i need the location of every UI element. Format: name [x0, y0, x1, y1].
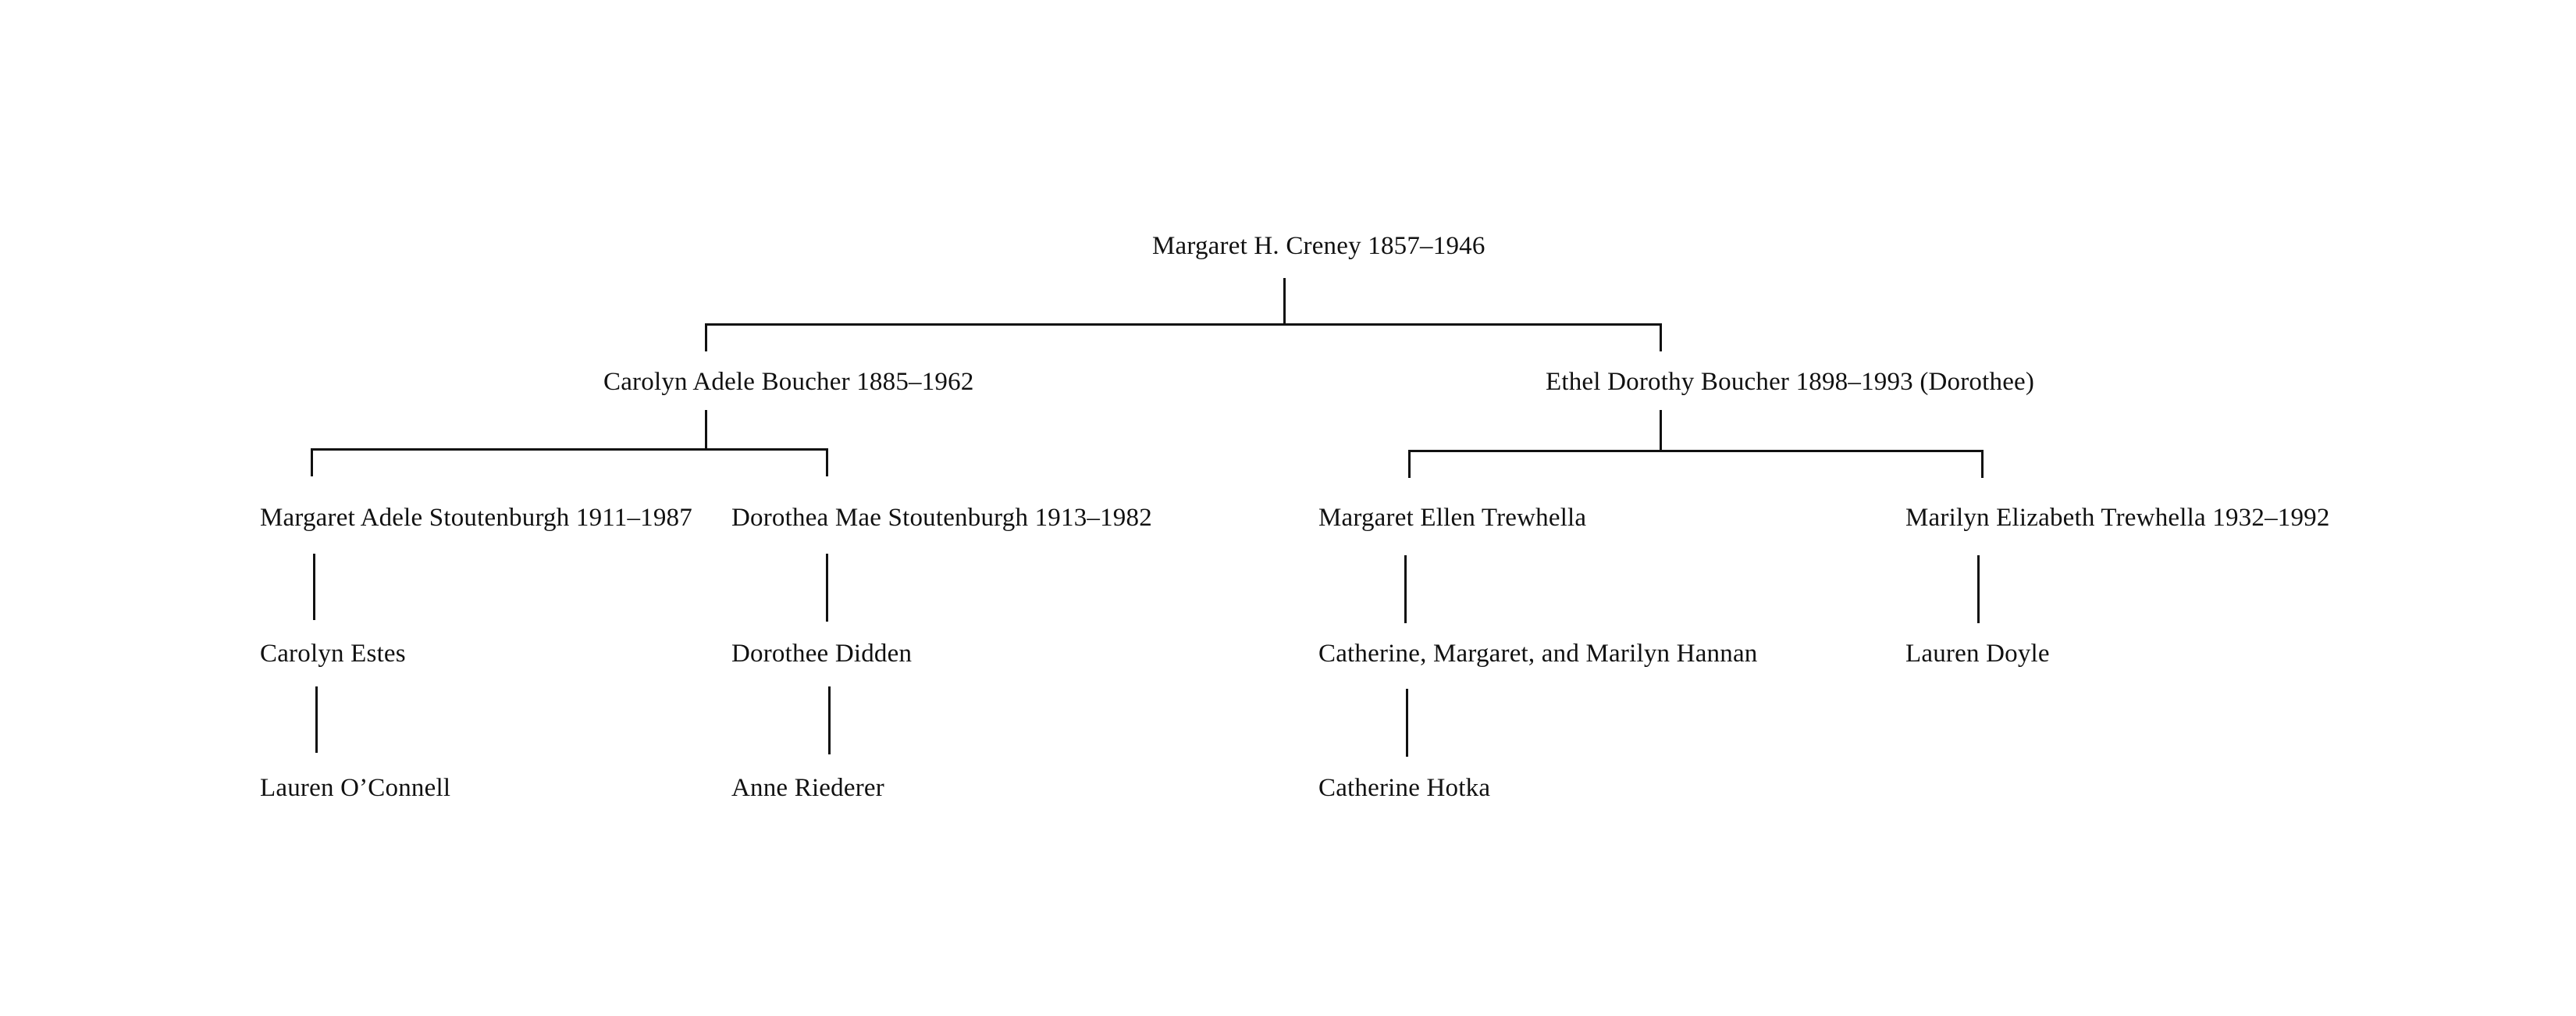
person-hannan-sisters: Catherine, Margaret, and Marilyn Hannan — [1318, 640, 1758, 668]
connector-to-margaret-adele — [311, 448, 313, 476]
connector-margaret-adele-down — [313, 554, 315, 620]
connector-ethel-children-bar — [1408, 450, 1984, 452]
person-margaret-adele-stoutenburgh: Margaret Adele Stoutenburgh 1911–1987 — [260, 504, 692, 532]
person-lauren-oconnell: Lauren O’Connell — [260, 774, 451, 802]
person-catherine-hotka: Catherine Hotka — [1318, 774, 1491, 802]
connector-to-ethel-dorothy — [1660, 323, 1662, 351]
person-anne-riederer: Anne Riederer — [731, 774, 884, 802]
connector-dorothee-didden-down — [828, 686, 831, 754]
connector-margaret-ellen-down — [1404, 555, 1407, 623]
person-dorothee-didden: Dorothee Didden — [731, 640, 913, 668]
person-ethel-dorothy-boucher: Ethel Dorothy Boucher 1898–1993 (Dorothe… — [1546, 368, 2035, 396]
person-margaret-h-creney: Margaret H. Creney 1857–1946 — [1152, 232, 1485, 260]
person-carolyn-estes: Carolyn Estes — [260, 640, 406, 668]
connector-root-down — [1283, 278, 1286, 325]
connector-ethel-dorothy-down — [1660, 410, 1662, 450]
person-dorothea-mae-stoutenburgh: Dorothea Mae Stoutenburgh 1913–1982 — [731, 504, 1152, 532]
person-margaret-ellen-trewhella: Margaret Ellen Trewhella — [1318, 504, 1587, 532]
connector-gen2-bar — [705, 323, 1662, 326]
connector-to-dorothea-mae — [826, 448, 828, 476]
connector-carolyn-estes-down — [315, 686, 318, 753]
connector-carolyn-children-bar — [311, 448, 828, 451]
connector-to-carolyn-adele — [705, 323, 707, 351]
person-lauren-doyle: Lauren Doyle — [1905, 640, 2050, 668]
connector-marilyn-elizabeth-down — [1977, 555, 1980, 623]
connector-dorothea-mae-down — [826, 554, 828, 622]
connector-carolyn-adele-down — [705, 410, 707, 450]
person-marilyn-elizabeth-trewhella: Marilyn Elizabeth Trewhella 1932–1992 — [1905, 504, 2330, 532]
connector-to-marilyn-elizabeth — [1981, 450, 1984, 478]
connector-to-margaret-ellen — [1408, 450, 1411, 478]
person-carolyn-adele-boucher: Carolyn Adele Boucher 1885–1962 — [603, 368, 974, 396]
connector-hannan-down — [1406, 689, 1408, 757]
